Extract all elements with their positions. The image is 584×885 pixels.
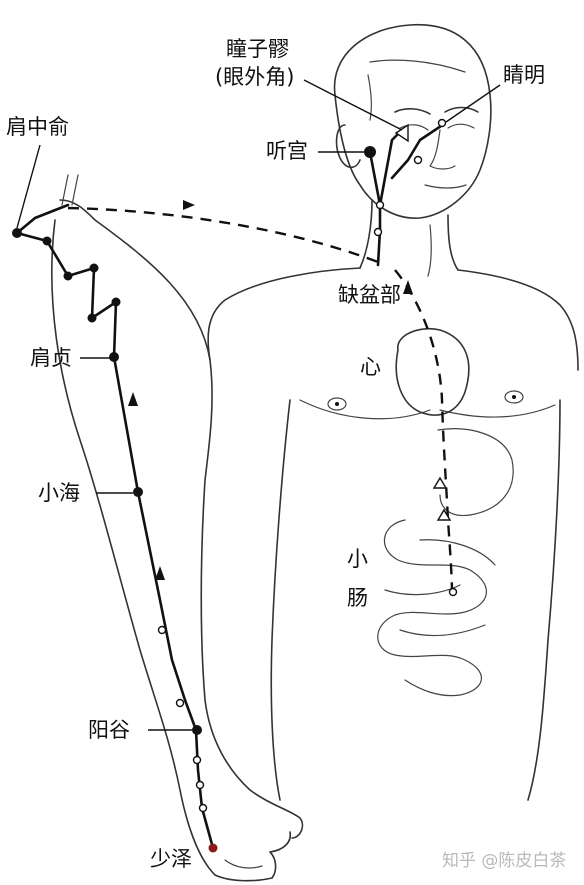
label-jingming: 睛明 [503,63,545,87]
point-jingming [437,118,447,128]
flow-arrows [128,200,452,580]
point-jianzhongshu [12,228,22,238]
point-jianzhen [109,352,119,362]
point-shaoze [208,843,218,853]
label-jianzhen: 肩贞 [30,346,72,370]
label-yanggu: 阳谷 [88,718,130,742]
label-xin: 心 [360,355,381,379]
point-hand-open-2 [195,780,205,790]
point-scapula-3 [89,263,99,273]
label-xiaochang-1: 小 [347,547,368,571]
point-xiaohai [133,487,143,497]
point-scapula-4 [87,313,97,323]
point-scapula-1 [42,236,52,246]
point-scapula-2 [63,271,73,281]
point-forearm-open-1 [157,625,167,635]
point-tinggong [364,146,376,158]
label-xiaohai: 小海 [38,481,80,505]
point-scapula-5 [111,297,121,307]
meridian-internal [67,206,454,596]
label-yanwaijiao: (眼外角) [215,65,294,89]
acupoints [12,118,458,853]
point-neck-open-1 [375,200,385,210]
point-intestine-open [448,587,458,597]
label-jianzhongshu: 肩中俞 [6,115,69,139]
label-tinggong: 听宫 [266,139,308,163]
label-quepen: 缺盆部 [338,283,401,307]
point-hand-open-3 [198,803,208,813]
point-yanggu [192,725,202,735]
point-neck-open-2 [373,227,383,237]
watermark: 知乎 @陈皮白茶 [442,851,566,871]
point-hand-open-1 [192,755,202,765]
label-xiaochang-2: 肠 [347,586,368,610]
point-labels: 肩中俞 瞳子髎 (眼外角) 睛明 听宫 缺盆部 心 肩贞 小海 小 肠 阳谷 少… [6,37,545,871]
label-tongziliao: 瞳子髎 [226,37,289,61]
leader-lines [16,79,501,731]
point-forearm-open-2 [175,698,185,708]
point-cheek-open [413,155,423,165]
body-outline [51,23,579,882]
point-tongziliao [394,123,409,143]
label-shaoze: 少泽 [150,847,192,871]
